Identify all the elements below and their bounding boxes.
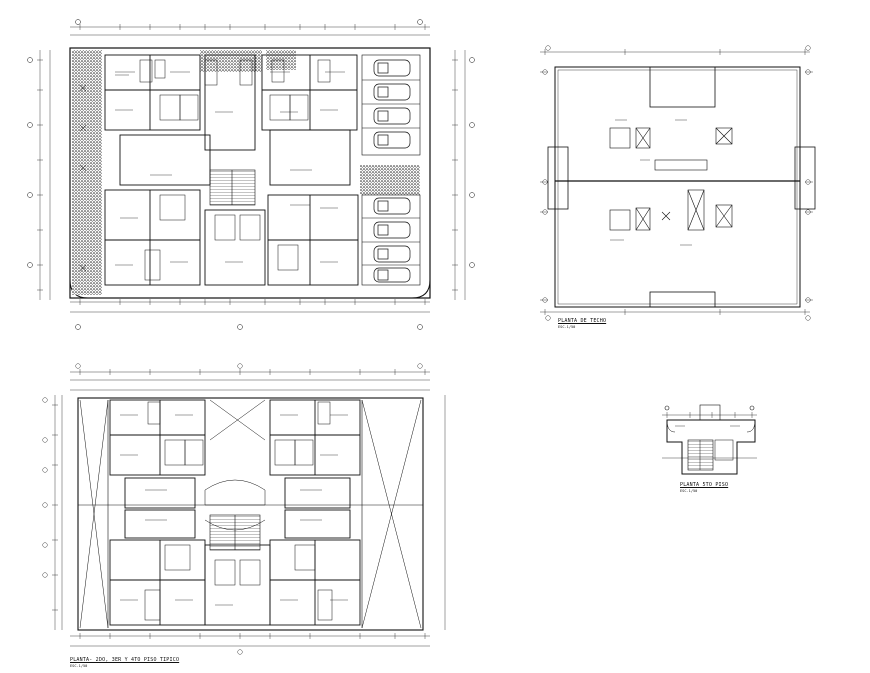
- ground-floor-plan: [27, 19, 475, 330]
- typical-plan-scale: ESC.1/50: [70, 664, 88, 668]
- typical-plan-title: PLANTA- 2DO, 3ER Y 4TO PISO TIPICO: [70, 657, 180, 663]
- ground-grid-bubbles: [27, 19, 475, 330]
- fifth-plan-title: PLANTA 5TO PISO: [680, 482, 729, 488]
- roof-plan-title: PLANTA DE TECHO: [558, 318, 607, 324]
- ground-dimension-lines: [37, 24, 466, 313]
- typical-floor-plan: [42, 363, 446, 655]
- typical-plan-caption: PLANTA- 2DO, 3ER Y 4TO PISO TIPICO ESC.1…: [70, 657, 179, 668]
- roof-plan: [540, 45, 816, 321]
- roof-plan-caption: PLANTA DE TECHO ESC.1/50: [558, 318, 606, 329]
- roof-plan-scale: ESC.1/50: [558, 325, 576, 329]
- parking-bays: [361, 54, 421, 286]
- fifth-floor-plan: [662, 404, 757, 475]
- roof-dimension-lines: [540, 45, 813, 321]
- fifth-plan-scale: ESC.1/50: [680, 489, 698, 493]
- fifth-plan-caption: PLANTA 5TO PISO ESC.1/50: [680, 482, 728, 493]
- typical-dimension-lines: [42, 363, 446, 655]
